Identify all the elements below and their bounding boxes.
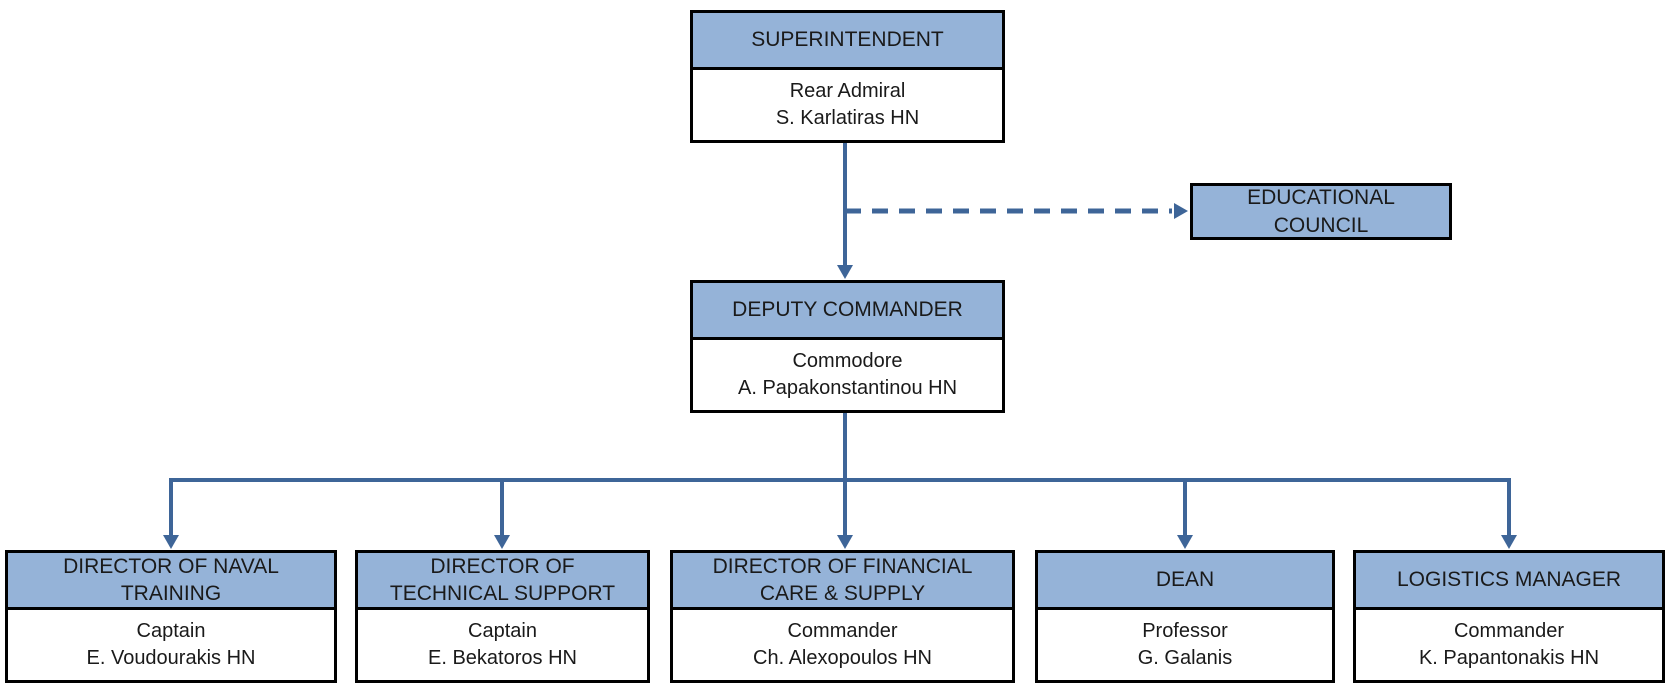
org-node-logistics-manager-person: Commander K. Papantonakis HN xyxy=(1418,620,1600,669)
org-node-director-naval-training-person: Captain E. Voudourakis HN xyxy=(86,620,256,669)
org-node-superintendent-person: Rear Admiral S. Karlatiras HN xyxy=(775,80,920,129)
org-node-logistics-manager: LOGISTICS MANAGER Commander K. Papantona… xyxy=(1353,550,1665,683)
org-node-dean-title: DEAN xyxy=(1038,553,1332,610)
arrowhead-director-naval-training xyxy=(163,535,179,549)
org-node-director-financial-person: Commander Ch. Alexopoulos HN xyxy=(753,620,932,669)
org-node-director-technical-support: DIRECTOR OF TECHNICAL SUPPORT Captain E.… xyxy=(355,550,650,683)
org-node-dean-person: Professor G. Galanis xyxy=(1137,620,1233,669)
org-node-deputy-commander-person: Commodore A. Papakonstantinou HN xyxy=(737,350,958,399)
org-node-educational-council-title: EDUCATIONAL COUNCIL xyxy=(1193,186,1449,237)
arrowhead-director-financial xyxy=(837,535,853,549)
org-node-deputy-commander: DEPUTY COMMANDER Commodore A. Papakonsta… xyxy=(690,280,1005,413)
org-node-director-technical-support-title: DIRECTOR OF TECHNICAL SUPPORT xyxy=(358,553,647,610)
arrowhead-director-technical-support xyxy=(494,535,510,549)
arrowhead-deputy-commander xyxy=(837,265,853,279)
org-node-educational-council: EDUCATIONAL COUNCIL xyxy=(1190,183,1452,240)
org-node-dean: DEAN Professor G. Galanis xyxy=(1035,550,1335,683)
org-node-director-naval-training: DIRECTOR OF NAVAL TRAINING Captain E. Vo… xyxy=(5,550,337,683)
org-node-director-financial-title: DIRECTOR OF FINANCIAL CARE & SUPPLY xyxy=(673,553,1012,610)
org-node-director-technical-support-person: Captain E. Bekatoros HN xyxy=(428,620,577,669)
arrowhead-educational-council xyxy=(1174,203,1188,219)
org-node-director-financial: DIRECTOR OF FINANCIAL CARE & SUPPLY Comm… xyxy=(670,550,1015,683)
org-node-logistics-manager-title: LOGISTICS MANAGER xyxy=(1356,553,1662,610)
org-node-superintendent: SUPERINTENDENT Rear Admiral S. Karlatira… xyxy=(690,10,1005,143)
arrowhead-logistics-manager xyxy=(1501,535,1517,549)
arrowhead-dean xyxy=(1177,535,1193,549)
org-node-deputy-commander-title: DEPUTY COMMANDER xyxy=(693,283,1002,340)
org-node-superintendent-title: SUPERINTENDENT xyxy=(693,13,1002,70)
org-node-director-naval-training-title: DIRECTOR OF NAVAL TRAINING xyxy=(8,553,334,610)
